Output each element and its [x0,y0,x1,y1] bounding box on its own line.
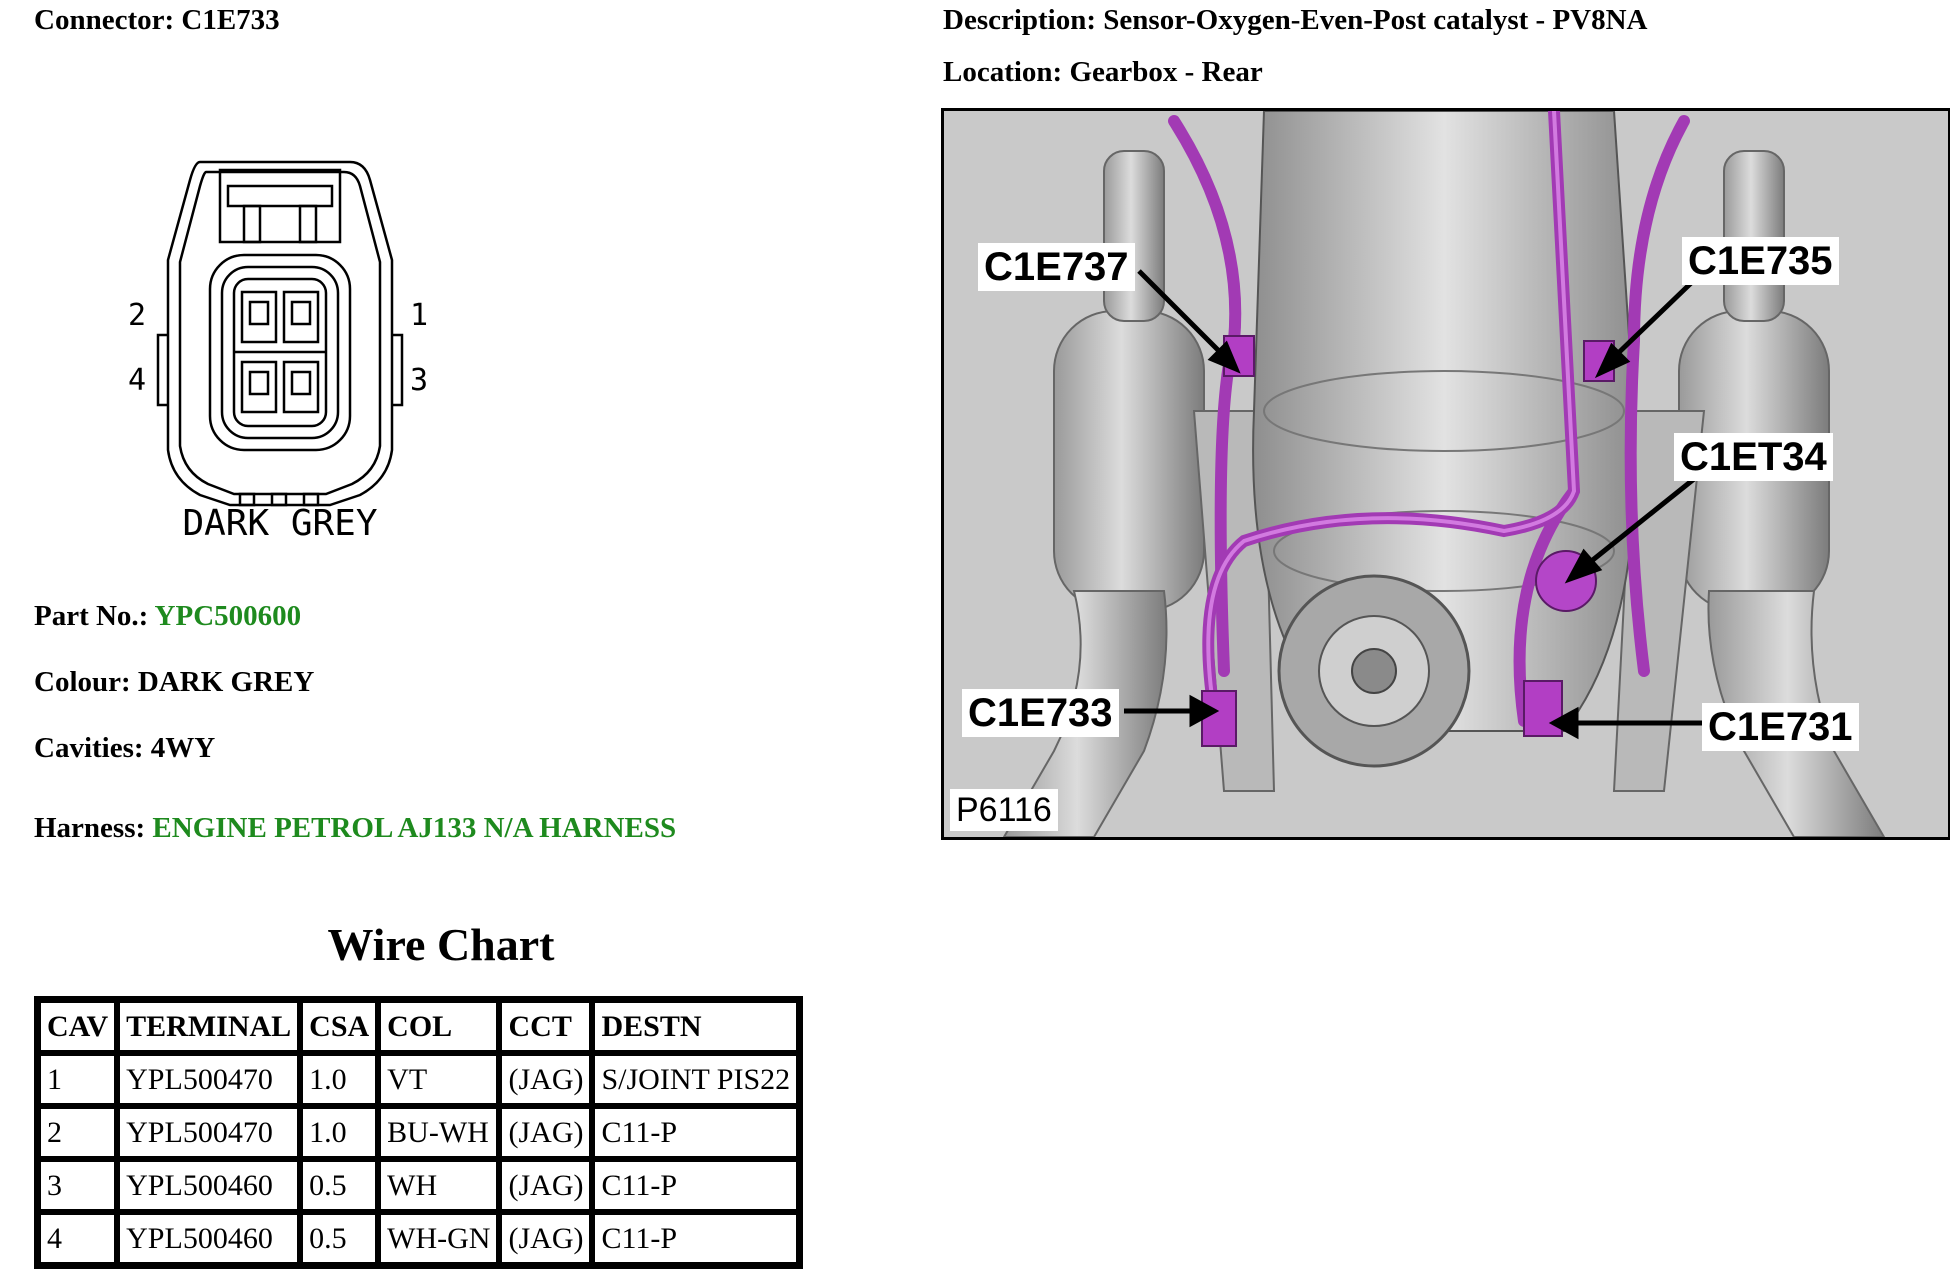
cell-cct: (JAG) [499,1053,593,1106]
cell-csa: 1.0 [300,1053,379,1106]
table-header-row: CAV TERMINAL CSA COL CCT DESTN [38,1000,800,1053]
table-row: 2 YPL500470 1.0 BU-WH (JAG) C11-P [38,1106,800,1159]
cell-cct: (JAG) [499,1106,593,1159]
cell-cav: 1 [38,1053,118,1106]
location-label: Location: [943,56,1063,88]
connector-title: Connector: C1E733 [34,4,280,37]
cell-destn: C11-P [592,1106,800,1159]
header-cct: CCT [499,1000,593,1053]
location-image: C1E737 C1E735 C1ET34 C1E733 C1E731 P6116 [941,108,1950,840]
cell-csa: 0.5 [300,1212,379,1265]
harness-label: Harness: [34,812,146,844]
cell-destn: C11-P [592,1159,800,1212]
header-cav: CAV [38,1000,118,1053]
callout-c1e737: C1E737 [978,243,1135,291]
connector-colour-caption: DARK GREY [182,503,377,540]
cell-csa: 1.0 [300,1106,379,1159]
harness-line: Harness: ENGINE PETROL AJ133 N/A HARNESS [34,812,676,845]
wire-chart-table: CAV TERMINAL CSA COL CCT DESTN 1 YPL5004… [34,996,804,1269]
cell-col: WH [378,1159,500,1212]
pin-label-2: 2 [128,298,146,333]
cell-csa: 0.5 [300,1159,379,1212]
description-line: Description: Sensor-Oxygen-Even-Post cat… [943,4,1648,37]
cavities-line: Cavities: 4WY [34,732,215,765]
connector-c1e733-shape [1201,690,1237,747]
cell-col: VT [378,1053,500,1106]
callout-c1e733: C1E733 [962,689,1119,737]
cell-cav: 4 [38,1212,118,1265]
cell-col: BU-WH [378,1106,500,1159]
connector-face-diagram: 2 1 4 3 DARK GREY [128,160,428,540]
pin-label-4: 4 [128,363,146,398]
cavities-label: Cavities: [34,732,144,764]
colour-value: DARK GREY [137,666,315,698]
header-destn: DESTN [592,1000,800,1053]
colour-label: Colour: [34,666,131,698]
part-no-line: Part No.: YPC500600 [34,600,301,633]
wire-chart-title: Wire Chart [327,919,555,970]
pin-label-3: 3 [410,363,428,398]
colour-line: Colour: DARK GREY [34,666,314,699]
cell-cav: 2 [38,1106,118,1159]
location-value: Gearbox - Rear [1069,56,1263,88]
cell-cct: (JAG) [499,1212,593,1265]
callout-c1et34: C1ET34 [1674,433,1833,481]
location-line: Location: Gearbox - Rear [943,56,1263,89]
callout-c1e735: C1E735 [1682,237,1839,285]
cell-terminal: YPL500460 [117,1159,301,1212]
description-value: Sensor-Oxygen-Even-Post catalyst - PV8NA [1103,4,1648,36]
cell-destn: C11-P [592,1212,800,1265]
cell-destn: S/JOINT PIS22 [592,1053,800,1106]
part-no-label: Part No.: [34,600,149,632]
connector-label: Connector: [34,4,175,36]
header-col: COL [378,1000,500,1053]
description-label: Description: [943,4,1097,36]
connector-c1e731-shape [1523,680,1563,737]
cell-cav: 3 [38,1159,118,1212]
part-no-link[interactable]: YPC500600 [154,600,302,632]
harness-link[interactable]: ENGINE PETROL AJ133 N/A HARNESS [152,812,677,844]
pin-label-1: 1 [410,298,428,333]
cavities-value: 4WY [150,732,216,764]
cell-terminal: YPL500470 [117,1106,301,1159]
callout-c1e731: C1E731 [1702,703,1859,751]
table-row: 4 YPL500460 0.5 WH-GN (JAG) C11-P [38,1212,800,1265]
figure-id: P6116 [950,789,1058,831]
header-terminal: TERMINAL [117,1000,301,1053]
cell-terminal: YPL500470 [117,1053,301,1106]
table-row: 3 YPL500460 0.5 WH (JAG) C11-P [38,1159,800,1212]
connector-id: C1E733 [181,4,280,36]
table-row: 1 YPL500470 1.0 VT (JAG) S/JOINT PIS22 [38,1053,800,1106]
header-csa: CSA [300,1000,379,1053]
cell-cct: (JAG) [499,1159,593,1212]
cell-terminal: YPL500460 [117,1212,301,1265]
cell-col: WH-GN [378,1212,500,1265]
